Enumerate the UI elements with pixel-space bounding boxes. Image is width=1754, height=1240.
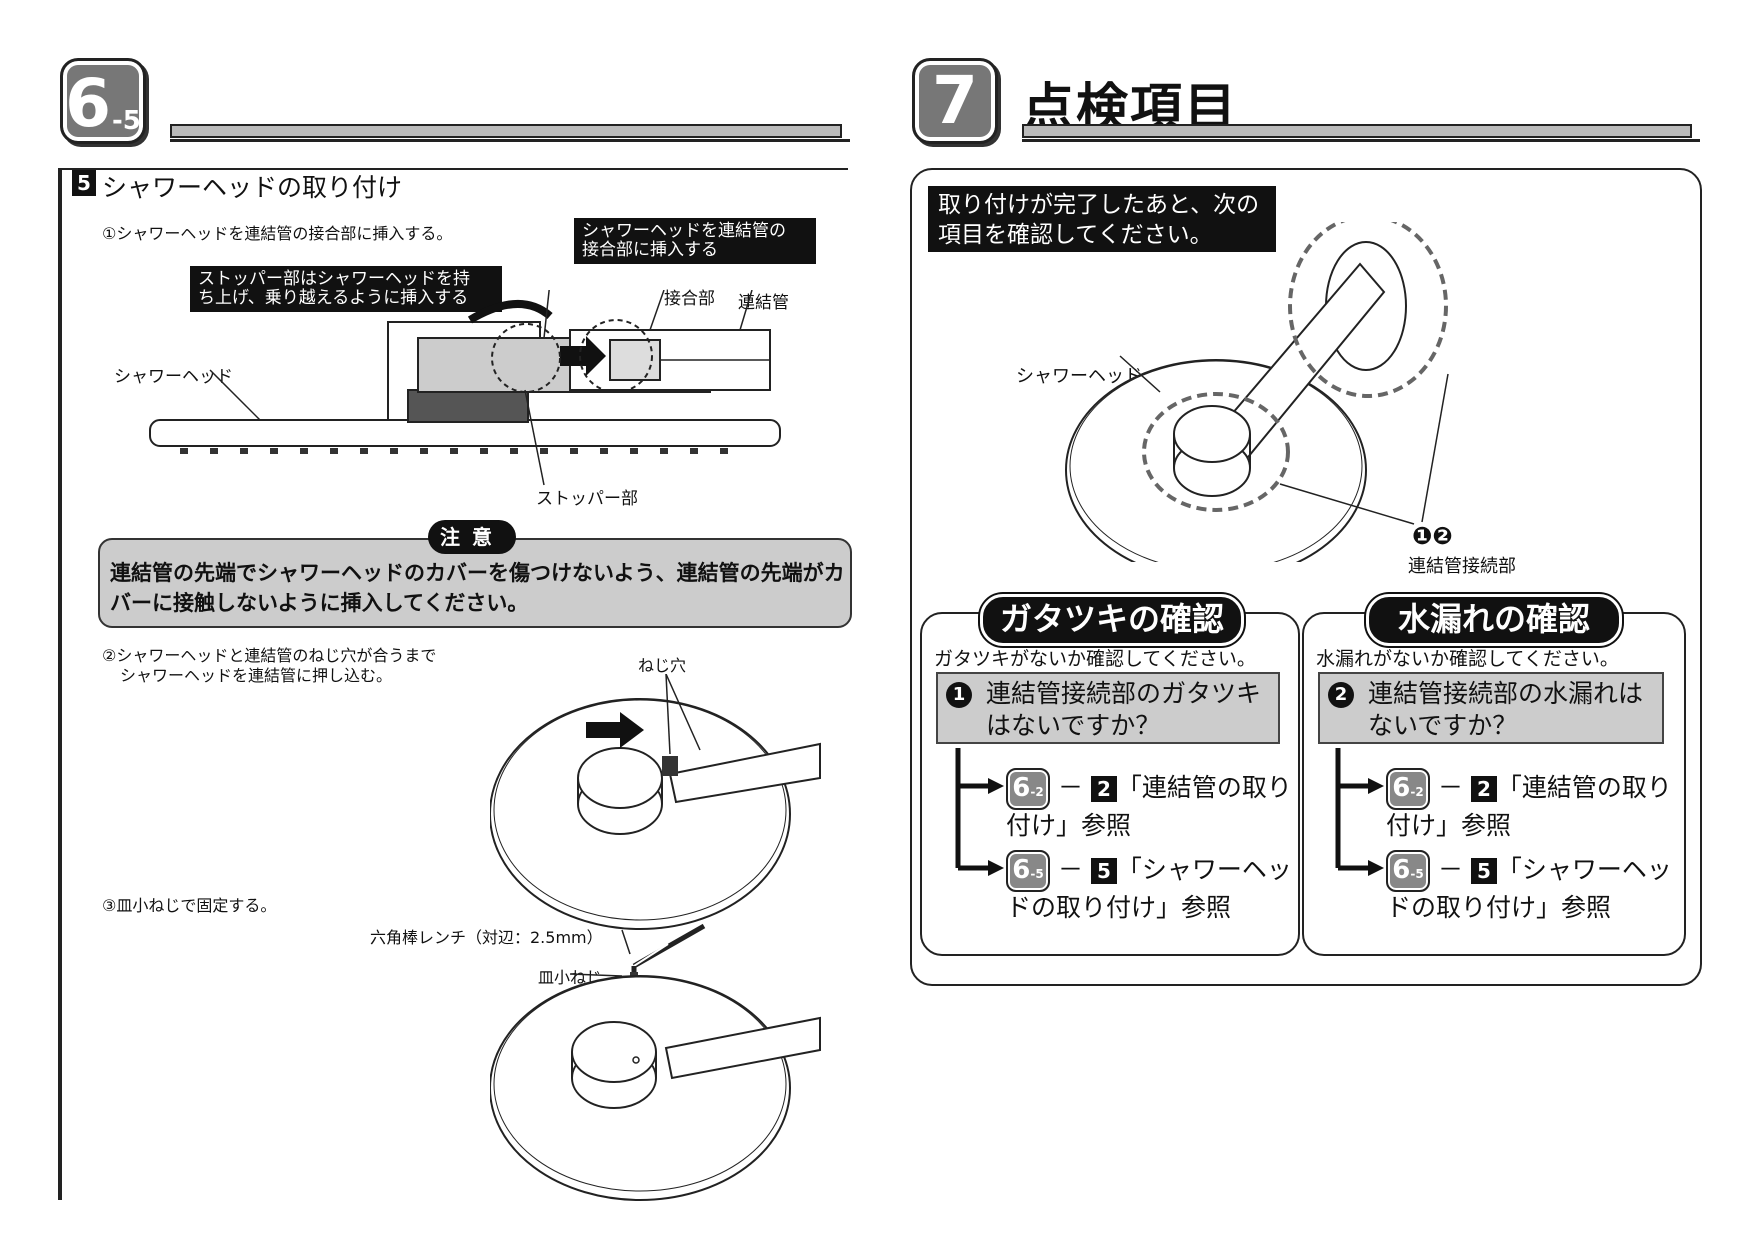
ref-section-2-b: 2 — [1470, 776, 1497, 802]
callout-insert: シャワーヘッドを連結管の 接合部に挿入する — [574, 218, 816, 264]
step-1-text: ①シャワーヘッドを連結管の接合部に挿入する。 — [102, 224, 453, 243]
ref-badge-6-5: 6-5 — [1006, 850, 1050, 892]
step-2-line1: ②シャワーヘッドと連結管のねじ穴が合うまで — [102, 646, 437, 665]
section-badge-7: 7 — [912, 58, 998, 144]
header-rule-left — [170, 124, 842, 138]
check-leak-ref-2: 6-5 － 5「シャワーヘッドの取り付け」参照 — [1386, 850, 1676, 924]
check-rattle-note: ガタツキがないか確認してください。 — [934, 648, 1256, 670]
section-badge-6-5: 6-5 — [60, 58, 146, 144]
label-stopper: ストッパー部 — [536, 489, 638, 509]
ref-badge-6-5-b: 6-5 — [1386, 850, 1430, 892]
ref-text-1-b: 「連結管の取り付け」参照 — [1386, 773, 1672, 840]
caution-title: 注意 — [428, 520, 516, 554]
check-leak-title: 水漏れの確認 — [1366, 594, 1622, 646]
check-rattle-ref-1: 6-2 － 2「連結管の取り付け」参照 — [1006, 768, 1292, 842]
connection-marks: ❶❷ — [1412, 522, 1453, 550]
push-in-illustration — [490, 674, 821, 930]
check-rattle-question: 1 連結管接続部のガタツキはないですか？ — [936, 672, 1280, 744]
ref-text-2: 「シャワーヘッドの取り付け」参照 — [1006, 855, 1292, 922]
ref-text-1: 「連結管の取り付け」参照 — [1006, 773, 1292, 840]
label-joint: 接合部 — [664, 289, 715, 309]
section-top-line — [58, 168, 848, 170]
callout-stopper: ストッパー部はシャワーヘッドを持 ち上げ、乗り越えるように挿入する — [190, 266, 502, 312]
ref-section-2: 2 — [1090, 776, 1117, 802]
inspection-instruction: 取り付けが完了したあと、次の 項目を確認してください。 — [928, 186, 1276, 252]
fix-screw-illustration — [490, 923, 821, 1201]
section-number: 5 — [72, 170, 96, 196]
label-pipe: 連結管 — [738, 293, 789, 313]
label-wrench: 六角棒レンチ（対辺：2.5mm） — [370, 928, 603, 947]
ref-section-5-b: 5 — [1470, 858, 1497, 884]
label-showerhead-2: シャワーヘッド — [1016, 366, 1142, 387]
connection-label: 連結管接続部 — [1408, 556, 1516, 577]
check-leak-note: 水漏れがないか確認してください。 — [1316, 648, 1619, 670]
badge-number: 6 — [65, 65, 112, 142]
check-rattle-title: ガタツキの確認 — [980, 594, 1244, 646]
inspection-panel — [910, 168, 1702, 986]
ref-badge-6-2-b: 6-2 — [1386, 768, 1430, 810]
number-2-icon: 2 — [1328, 682, 1354, 708]
ref-section-5: 5 — [1090, 858, 1117, 884]
check-rattle-question-text: 連結管接続部のガタツキはないですか？ — [986, 679, 1262, 740]
label-showerhead-1: シャワーヘッド — [114, 367, 233, 387]
section-title: シャワーヘッドの取り付け — [102, 173, 403, 202]
check-leak-ref-1: 6-2 － 2「連結管の取り付け」参照 — [1386, 768, 1676, 842]
header-rule-left-under — [170, 139, 850, 142]
check-rattle-arrows — [955, 748, 1004, 876]
step-3-text: ③皿小ねじで固定する。 — [102, 896, 277, 915]
check-rattle-ref-2: 6-5 － 5「シャワーヘッドの取り付け」参照 — [1006, 850, 1292, 924]
inspection-illustration — [1065, 222, 1449, 562]
check-leak-question: 2 連結管接続部の水漏れはないですか？ — [1318, 672, 1664, 744]
check-leak-question-text: 連結管接続部の水漏れはないですか？ — [1368, 679, 1644, 740]
side-view-illustration — [149, 290, 781, 486]
caution-text: 連結管の先端でシャワーヘッドのカバーを傷つけないよう、連結管の先端がカバーに接触… — [110, 561, 845, 615]
ref-text-2-b: 「シャワーヘッドの取り付け」参照 — [1386, 855, 1672, 922]
check-leak-arrows — [1335, 748, 1384, 876]
badge-sub: -5 — [112, 106, 141, 136]
label-screwhole: ねじ穴 — [638, 656, 687, 675]
label-screw: 皿小ねじ — [538, 968, 603, 987]
badge-number-7: 7 — [932, 62, 978, 139]
step-2-line2: シャワーヘッドを連結管に押し込む。 — [120, 666, 393, 685]
section-left-bar — [58, 170, 62, 1200]
header-rule-right-under — [1022, 139, 1700, 142]
header-rule-right — [1022, 124, 1692, 138]
number-1-icon: 1 — [946, 682, 972, 708]
ref-badge-6-2: 6-2 — [1006, 768, 1050, 810]
